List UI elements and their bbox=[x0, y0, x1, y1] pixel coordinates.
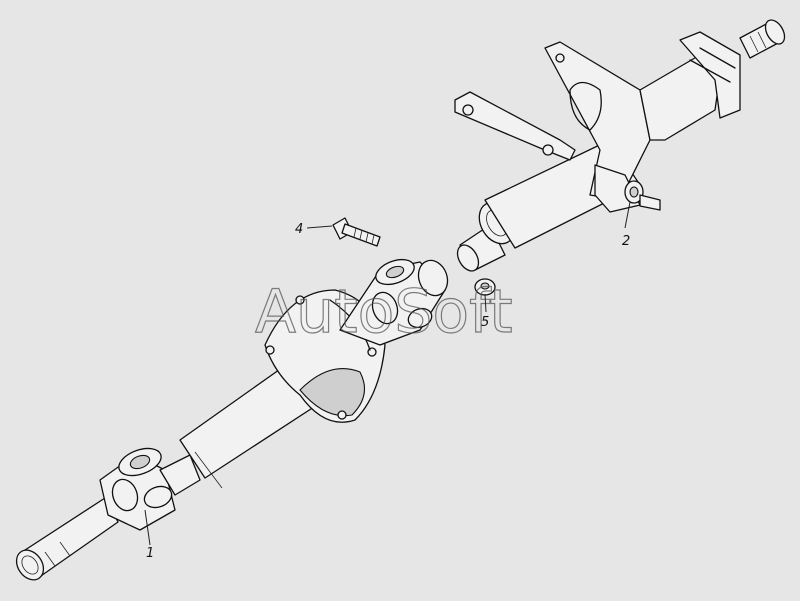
callout-5: 5 bbox=[481, 315, 489, 330]
callout-1: 1 bbox=[146, 546, 154, 561]
lower-shaft bbox=[15, 354, 341, 581]
watermark: AutoSoft bbox=[255, 277, 513, 347]
bolt bbox=[332, 217, 381, 247]
callout-2: 2 bbox=[622, 234, 630, 249]
callout-4: 4 bbox=[295, 222, 303, 237]
upper-column bbox=[454, 19, 786, 272]
universal-joint-middle bbox=[339, 258, 449, 346]
